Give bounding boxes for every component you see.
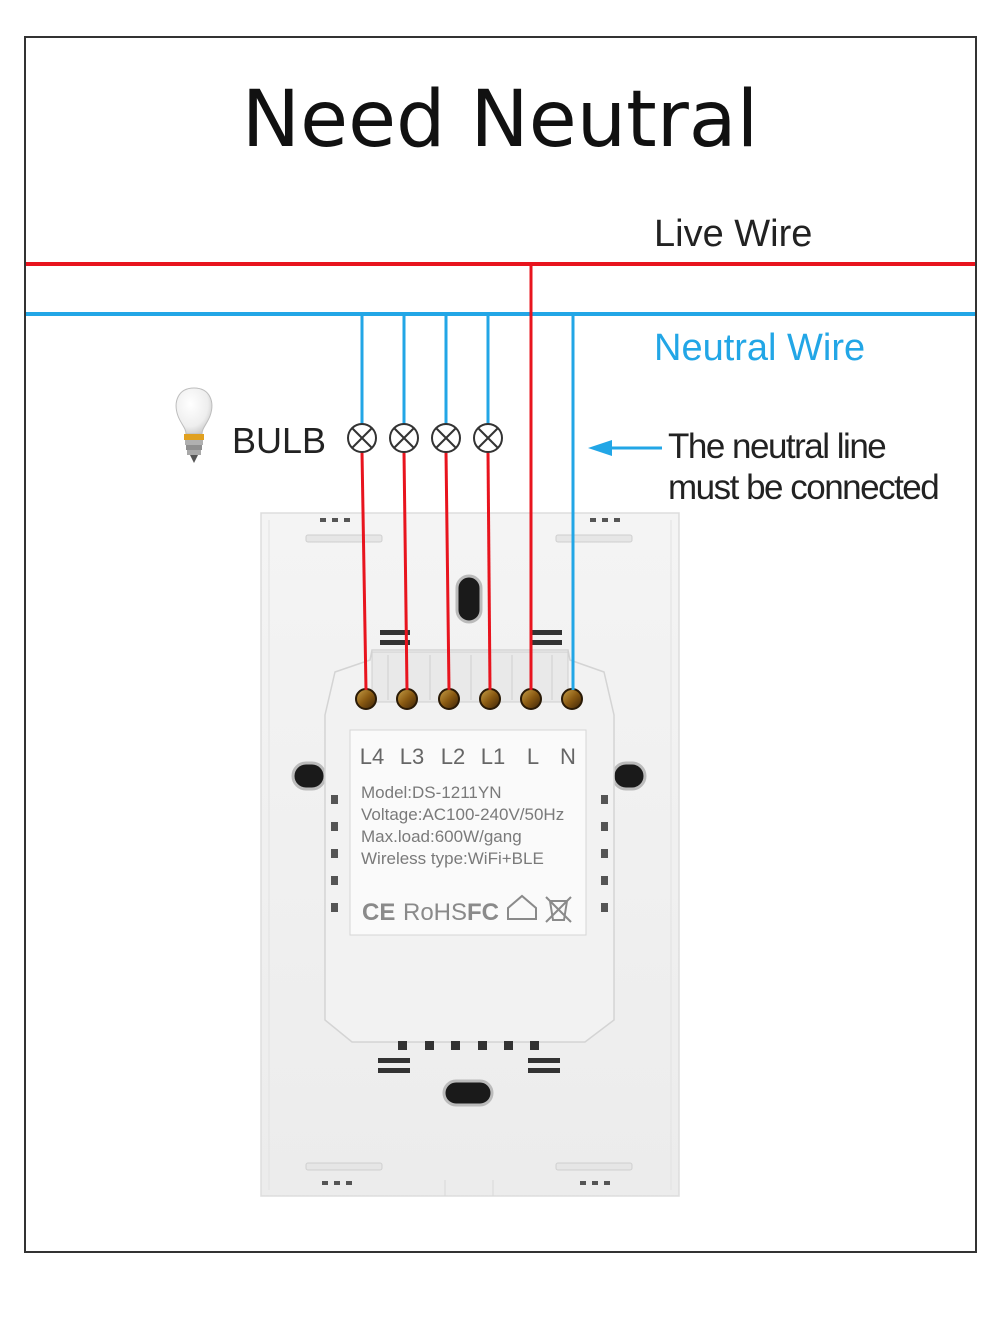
terminal-label-l3: L3 [400, 744, 424, 769]
lamp-symbols [347, 423, 503, 453]
switched-load-wire [486, 451, 492, 691]
terminal-label-l: L [527, 744, 539, 769]
switched-load-wire [444, 451, 451, 691]
ce-mark-icon: CE [362, 899, 395, 926]
terminal-label-l1: L1 [481, 744, 505, 769]
fc-mark-icon: FC [467, 899, 499, 926]
load-wires [360, 264, 575, 691]
terminal-screw [396, 688, 418, 710]
mounting-slot [455, 574, 483, 624]
mounting-slot [611, 761, 647, 791]
wireless-type-text: Wireless type:WiFi+BLE [361, 849, 544, 868]
neutral-note-line1: The neutral line [668, 427, 885, 466]
neutral-note-line2: must be connected [668, 468, 938, 507]
lamp-symbol-icon [431, 423, 461, 453]
terminal-label-l2: L2 [441, 744, 465, 769]
lamp-symbol-icon [389, 423, 419, 453]
switch-back-plate [260, 512, 680, 1197]
terminal-screw [479, 688, 501, 710]
terminal-screw [520, 688, 542, 710]
switched-load-wire [360, 451, 368, 691]
voltage-text: Voltage:AC100-240V/50Hz [361, 805, 564, 824]
terminal-screw [355, 688, 377, 710]
spec-label-panel [349, 729, 587, 936]
page-title: Need Neutral [242, 75, 759, 165]
model-text: Model:DS-1211YN [361, 783, 501, 802]
neutral-wire-label: Neutral Wire [654, 327, 865, 369]
weee-bin-icon [545, 896, 572, 923]
bulb-label: BULB [232, 420, 326, 461]
terminal-screw [438, 688, 460, 710]
switched-load-wire [402, 451, 409, 691]
terminal-label-n: N [560, 744, 576, 769]
terminal-screw [561, 688, 583, 710]
terminal-label-l4: L4 [360, 744, 384, 769]
certification-marks: CE RoHS FC [362, 894, 572, 926]
lamp-symbol-icon [347, 423, 377, 453]
live-wire-label: Live Wire [654, 213, 812, 255]
mounting-slot [442, 1079, 494, 1107]
lamp-symbol-icon [473, 423, 503, 453]
house-icon [507, 894, 537, 920]
rohs-mark-icon: RoHS [403, 899, 467, 926]
mounting-slot [291, 761, 327, 791]
arrow-left-icon [588, 440, 662, 456]
max-load-text: Max.load:600W/gang [361, 827, 522, 846]
light-bulb-icon [175, 387, 213, 463]
terminal-block [355, 688, 583, 710]
